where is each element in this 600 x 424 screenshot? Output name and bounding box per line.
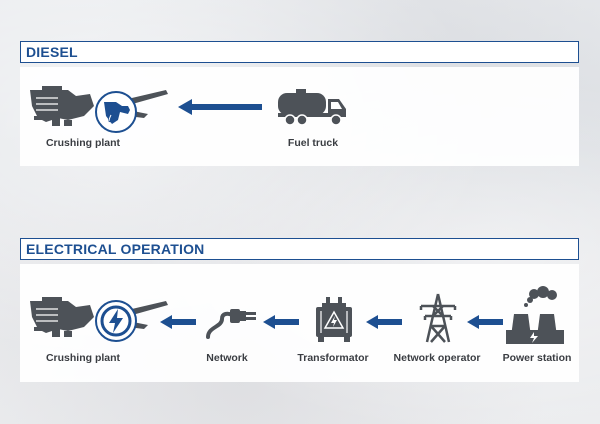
arrow-transformator-to-network-icon (263, 315, 299, 329)
power-station-label: Power station (502, 352, 572, 364)
network-operator-label: Network operator (393, 352, 481, 364)
diesel-title: DIESEL (26, 44, 78, 60)
fuel-pump-badge-icon (95, 91, 137, 133)
arrow-network-to-crusher-icon (160, 315, 196, 329)
diesel-arrow-icon (178, 99, 262, 115)
electric-crushing-plant-label: Crushing plant (45, 352, 121, 364)
power-station-icon (506, 286, 564, 344)
electrical-title: ELECTRICAL OPERATION (26, 241, 205, 257)
arrow-operator-to-transformator-icon (366, 315, 402, 329)
electric-badge-icon (95, 300, 137, 342)
plug-icon (206, 309, 256, 339)
transformator-icon (316, 297, 352, 342)
power-pylon-icon (419, 293, 457, 343)
diesel-header: DIESEL (20, 41, 579, 63)
transformator-label: Transformator (297, 352, 369, 364)
diesel-crushing-plant-label: Crushing plant (45, 137, 121, 149)
arrow-station-to-operator-icon (467, 315, 503, 329)
electrical-header: ELECTRICAL OPERATION (20, 238, 579, 260)
fuel-truck-icon (278, 89, 346, 126)
network-label: Network (206, 352, 248, 364)
fuel-truck-label: Fuel truck (287, 137, 339, 149)
